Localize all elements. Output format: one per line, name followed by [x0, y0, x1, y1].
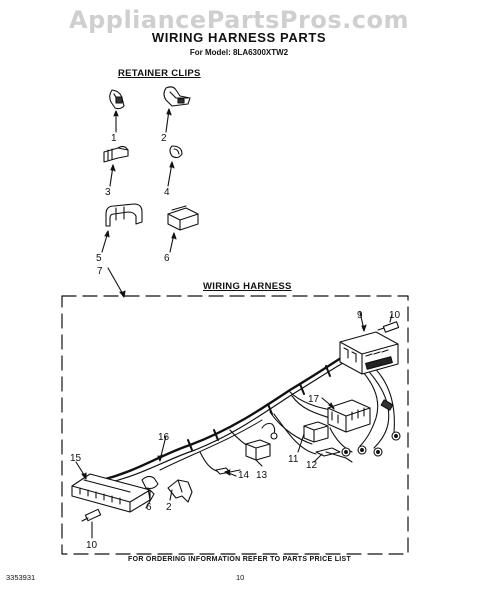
callout-6: 6 — [164, 253, 170, 264]
callout-14: 14 — [238, 470, 250, 481]
connector-13 — [245, 422, 278, 461]
terminal-10-bottom — [81, 508, 102, 522]
harness-outline-box — [61, 295, 409, 555]
callout-17: 17 — [308, 394, 320, 405]
retainer-clip-6 — [167, 205, 199, 253]
wiring-harness-heading: WIRING HARNESS — [203, 281, 292, 292]
callout-2-harness: 2 — [166, 502, 172, 513]
callout-9: 9 — [357, 310, 363, 321]
callout-1: 1 — [111, 133, 117, 144]
watermark: AppliancePartsPros.com — [69, 6, 409, 34]
retainer-clip-1 — [109, 89, 125, 133]
callout-10-top: 10 — [389, 310, 401, 321]
callout-13: 13 — [256, 470, 268, 481]
retainer-clip-2 — [163, 86, 191, 133]
callout-10-bottom: 10 — [86, 540, 98, 551]
callout-6-harness: 6 — [146, 502, 152, 513]
callout-16: 16 — [158, 432, 170, 443]
retainer-clip-4 — [167, 145, 183, 187]
retainer-clip-5 — [101, 203, 143, 253]
ring-terminals-right — [341, 399, 401, 457]
callout-11: 11 — [288, 454, 299, 465]
document-number: 3353931 — [6, 573, 36, 582]
callout-2: 2 — [161, 133, 167, 144]
terminal-10-top — [377, 321, 400, 333]
callout-5: 5 — [96, 253, 102, 264]
page-number: 10 — [236, 573, 245, 582]
retainer-clip-3 — [103, 145, 129, 187]
connector-block-9 — [339, 331, 399, 375]
callout-12: 12 — [306, 460, 318, 471]
clip-6-harness — [141, 475, 159, 490]
clip-2-harness — [167, 479, 193, 503]
connector-17 — [327, 399, 371, 433]
page-title: WIRING HARNESS PARTS — [151, 30, 327, 45]
callout-15: 15 — [70, 453, 82, 464]
callout-3: 3 — [105, 187, 111, 198]
ordering-note: FOR ORDERING INFORMATION REFER TO PARTS … — [128, 556, 352, 563]
callout-7: 7 — [97, 266, 103, 277]
retainer-clips-heading: RETAINER CLIPS — [118, 68, 201, 79]
connector-11-12 — [303, 421, 353, 463]
callout-4: 4 — [164, 187, 170, 198]
model-subtitle: For Model: 8LA6300XTW2 — [189, 48, 289, 57]
